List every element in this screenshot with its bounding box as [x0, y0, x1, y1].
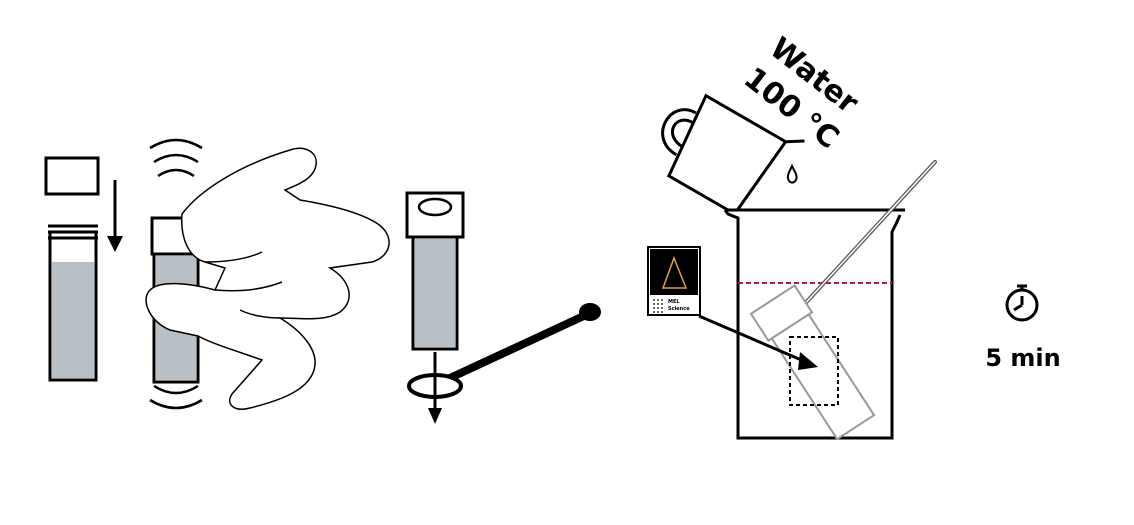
step-spoon [405, 191, 601, 424]
step-shake-vial [145, 138, 390, 410]
brand-line-2: Science [668, 306, 690, 312]
open-vial [48, 224, 98, 382]
stopwatch-icon [1005, 284, 1039, 322]
label-card: MEL Science [647, 246, 701, 316]
vial-in-bath [749, 284, 876, 441]
hand-illustration [145, 147, 390, 410]
timer: 5 min [985, 284, 1061, 372]
focus-box [789, 336, 839, 406]
placement-arrow-icon [698, 314, 818, 370]
vial-with-cap [405, 191, 465, 351]
dot-grid-icon [653, 299, 663, 313]
vial-cap [44, 156, 100, 196]
rotate-down-arrow-icon [428, 352, 442, 424]
step-water-bath: Water 100 °C [647, 31, 937, 441]
water-drop-icon [786, 163, 798, 184]
pitcher-icon [661, 93, 805, 216]
timer-duration: 5 min [985, 344, 1060, 372]
step-cap-vial [44, 156, 123, 382]
down-arrow-icon [107, 180, 123, 252]
triangle-logo-icon [661, 255, 688, 289]
brand-line-1: MEL [668, 299, 680, 305]
beaker [723, 160, 937, 441]
